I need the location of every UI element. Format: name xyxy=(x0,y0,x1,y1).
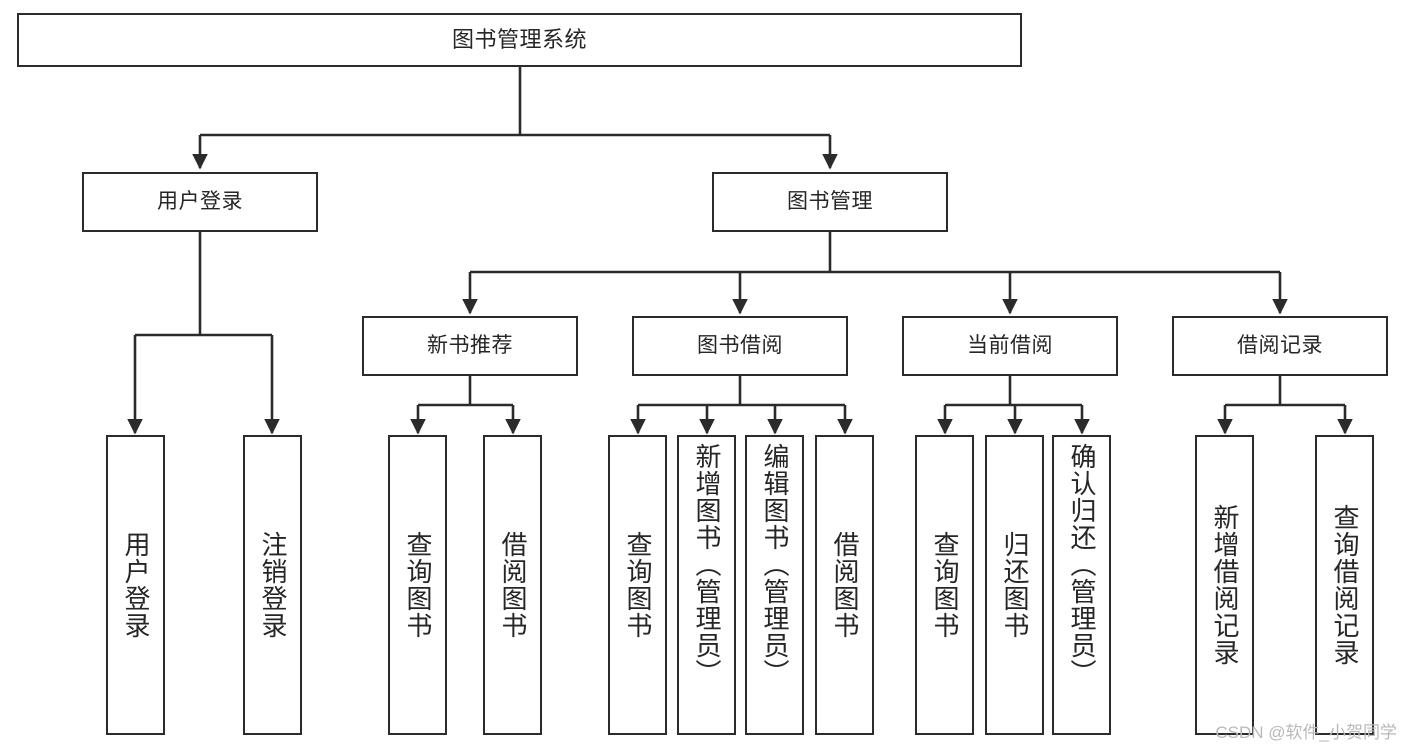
node-label: 用户登录 xyxy=(157,189,243,213)
node-root-system[interactable]: 图书管理系统 xyxy=(17,13,1022,67)
node-label: 图书管理系统 xyxy=(451,27,587,53)
leaf-confirm-return-admin[interactable]: 确认归还（管理员） xyxy=(1052,435,1111,735)
node-new-book-recommend[interactable]: 新书推荐 xyxy=(362,316,578,376)
leaf-borrow-book-new[interactable]: 借阅图书 xyxy=(483,435,542,735)
node-label: 图书借阅 xyxy=(697,333,783,357)
leaf-add-borrow-record[interactable]: 新增借阅记录 xyxy=(1195,435,1254,735)
node-book-management[interactable]: 图书管理 xyxy=(712,172,948,232)
node-label: 注销登录 xyxy=(258,531,289,639)
leaf-add-book-admin[interactable]: 新增图书（管理员） xyxy=(677,435,736,735)
node-label: 借阅记录 xyxy=(1237,333,1323,357)
leaf-return-book[interactable]: 归还图书 xyxy=(985,435,1044,735)
leaf-logout[interactable]: 注销登录 xyxy=(243,435,302,735)
leaf-edit-book-admin[interactable]: 编辑图书（管理员） xyxy=(745,435,804,735)
leaf-query-book-borrow[interactable]: 查询图书 xyxy=(608,435,667,735)
leaf-query-book-new[interactable]: 查询图书 xyxy=(388,435,447,735)
node-label: 确认归还（管理员） xyxy=(1067,443,1098,686)
node-label: 归还图书 xyxy=(1000,531,1031,639)
node-label: 借阅图书 xyxy=(498,531,529,639)
leaf-query-borrow-record[interactable]: 查询借阅记录 xyxy=(1315,435,1374,735)
watermark: CSDN @软件_小贺同学 xyxy=(1215,723,1397,742)
node-label: 查询图书 xyxy=(623,531,654,639)
node-label: 编辑图书（管理员） xyxy=(760,443,791,686)
node-book-borrow[interactable]: 图书借阅 xyxy=(632,316,848,376)
node-label: 新增图书（管理员） xyxy=(692,443,723,686)
node-label: 新增借阅记录 xyxy=(1210,504,1241,666)
leaf-borrow-book[interactable]: 借阅图书 xyxy=(815,435,874,735)
node-current-borrow[interactable]: 当前借阅 xyxy=(902,316,1118,376)
node-label: 用户登录 xyxy=(121,531,152,639)
node-user-login[interactable]: 用户登录 xyxy=(82,172,318,232)
node-borrow-record[interactable]: 借阅记录 xyxy=(1172,316,1388,376)
node-label: 查询图书 xyxy=(403,531,434,639)
leaf-user-login[interactable]: 用户登录 xyxy=(106,435,165,735)
node-label: 查询图书 xyxy=(930,531,961,639)
node-label: 图书管理 xyxy=(787,189,873,213)
leaf-query-book-current[interactable]: 查询图书 xyxy=(915,435,974,735)
node-label: 新书推荐 xyxy=(427,333,513,357)
node-label: 查询借阅记录 xyxy=(1330,504,1361,666)
node-label: 当前借阅 xyxy=(967,333,1053,357)
node-label: 借阅图书 xyxy=(830,531,861,639)
